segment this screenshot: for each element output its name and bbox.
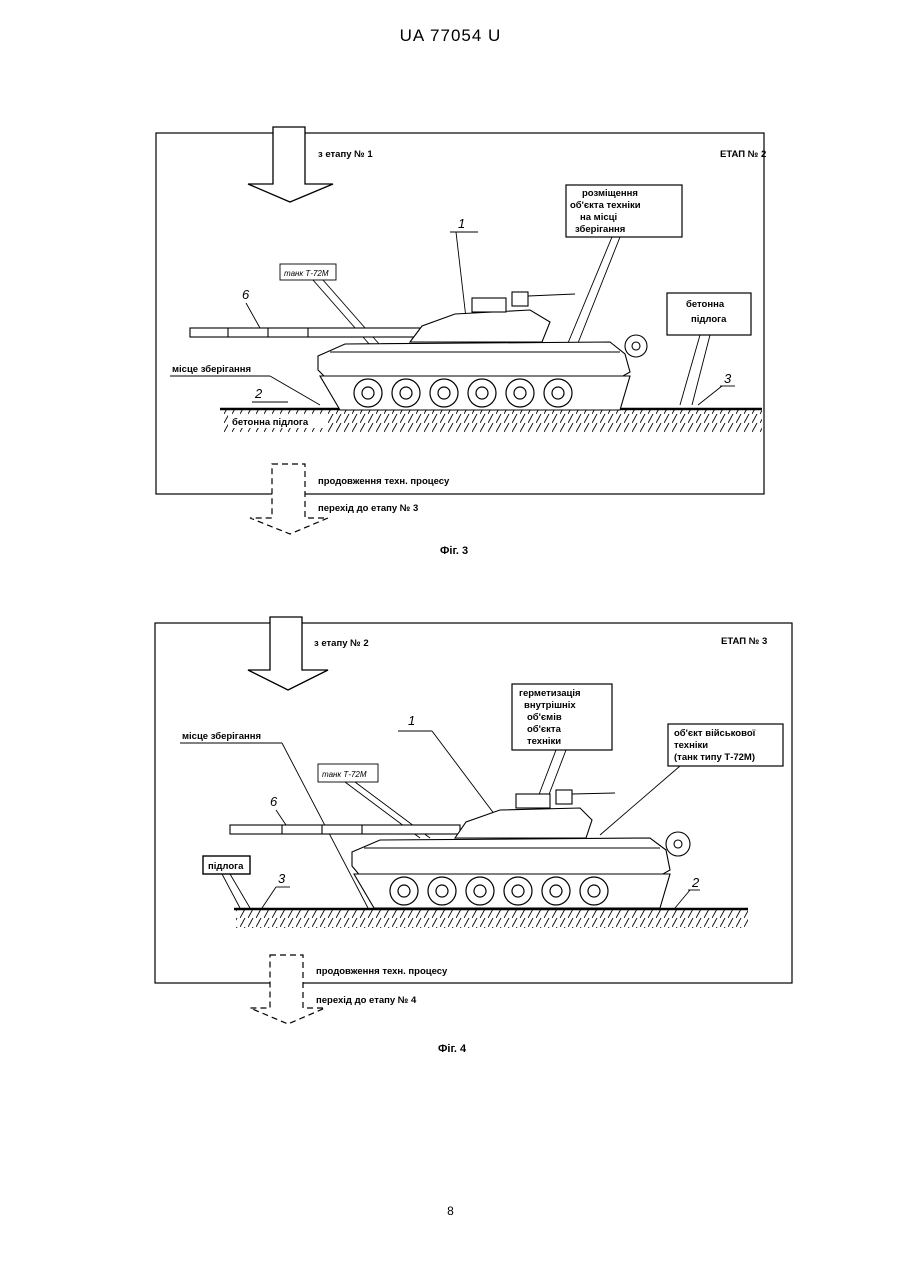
ref-number-3: 3 (278, 871, 286, 886)
storage-place-label: місце зберігання (182, 731, 261, 742)
tank-label: танк Т-72М (322, 770, 367, 779)
ref-number-6: 6 (242, 287, 250, 302)
output-arrow (250, 464, 328, 534)
figure-4: з етапу № 2 ЕТАП № 3 герметизація внутрі… (0, 600, 901, 1100)
process-continuation-label: продовження техн. процесу (316, 966, 448, 977)
tank-label: танк Т-72М (284, 269, 329, 278)
process-continuation-label: продовження техн. процесу (318, 476, 450, 487)
page-number: 8 (0, 1204, 901, 1218)
figure-3: з етапу № 1 ЕТАП № 2 розміщення об'єкта … (0, 0, 901, 600)
stage-title: ЕТАП № 3 (721, 636, 767, 647)
input-arrow (248, 127, 333, 202)
ref-number-2: 2 (691, 875, 700, 890)
figure-caption: Фіг. 3 (440, 545, 468, 557)
figure-caption: Фіг. 4 (438, 1043, 467, 1055)
floor-callout-text: підлога (208, 861, 244, 872)
from-stage-label: з етапу № 1 (318, 149, 373, 160)
next-stage-label: перехід до етапу № 4 (316, 995, 417, 1006)
ref-number-3: 3 (724, 371, 732, 386)
storage-place-label: місце зберігання (172, 364, 251, 375)
from-stage-label: з етапу № 2 (314, 638, 369, 649)
figure-frame (155, 623, 792, 983)
next-stage-label: перехід до етапу № 3 (318, 503, 418, 514)
ref-number-2: 2 (254, 386, 263, 401)
floor-hatch (236, 910, 748, 928)
output-arrow (250, 955, 325, 1024)
ref-number-1: 1 (408, 713, 415, 728)
tank-drawing (230, 790, 690, 908)
ref-number-6: 6 (270, 794, 278, 809)
floor-label: бетонна підлога (232, 417, 309, 428)
input-arrow (248, 617, 328, 690)
ref-number-1: 1 (458, 216, 465, 231)
stage-title: ЕТАП № 2 (720, 149, 766, 160)
